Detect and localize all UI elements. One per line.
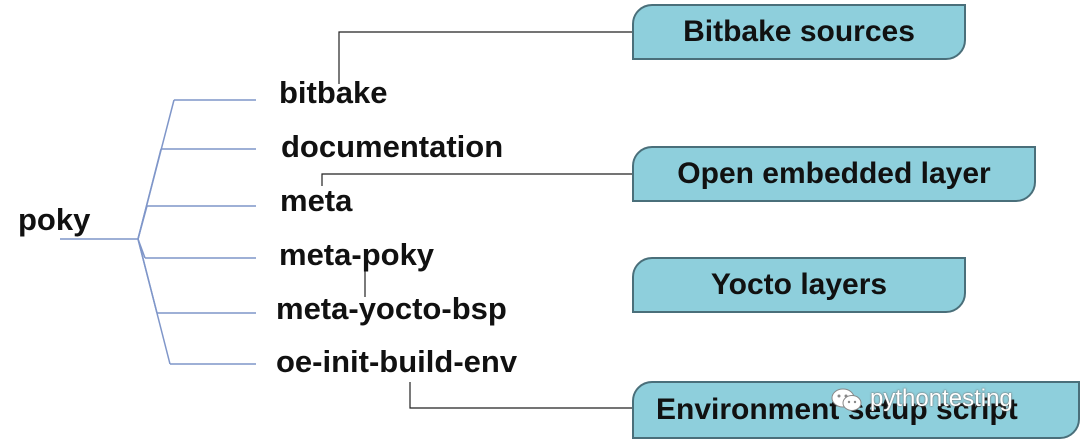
connector-bitbake-sources (338, 31, 632, 84)
tree-branches (60, 99, 256, 365)
callout-connectors (321, 31, 632, 409)
item-documentation: documentation (281, 129, 504, 164)
root-label: poky (18, 202, 91, 237)
branch-meta (137, 205, 148, 240)
item-meta-poky: meta-poky (279, 237, 435, 272)
branch-oe-init (137, 238, 171, 365)
callout-yocto-layers: Yocto layers (632, 257, 966, 313)
item-meta: meta (280, 183, 353, 218)
item-bitbake: bitbake (279, 75, 388, 110)
connector-env-setup (409, 382, 632, 409)
item-meta-yocto-bsp: meta-yocto-bsp (276, 291, 507, 326)
connector-open-embedded (321, 173, 632, 186)
callout-bitbake-sources: Bitbake sources (632, 4, 966, 60)
callout-open-embedded-layer: Open embedded layer (632, 146, 1036, 202)
watermark-text: pythontesting (870, 385, 1013, 412)
wechat-icon (831, 388, 862, 411)
item-oe-init-build-env: oe-init-build-env (276, 344, 518, 379)
callout-environment-setup-script: Environment setup script (632, 381, 1080, 439)
